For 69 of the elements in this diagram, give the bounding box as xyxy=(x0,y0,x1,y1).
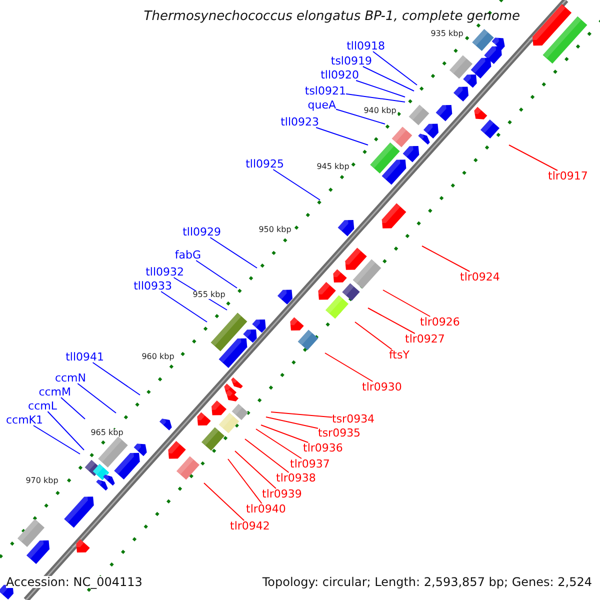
gene-label: tll0933 xyxy=(134,280,172,292)
leader-line xyxy=(92,362,140,396)
position-label: 970 kbp xyxy=(24,477,60,485)
leader-line xyxy=(422,246,470,272)
position-label: 965 kbp xyxy=(90,429,124,437)
leader-line xyxy=(228,458,262,504)
genome-summary: Topology: circular; Length: 2,593,857 bp; Genes: 2,524 xyxy=(262,576,592,588)
gene-label: tlr0924 xyxy=(460,272,500,282)
gene-label: tsl0921 xyxy=(304,86,346,96)
gene-label: tll0929 xyxy=(182,226,221,238)
leader-line xyxy=(196,260,238,288)
map-title: Thermosynechococcus elongatus BP-1, complete genome xyxy=(142,9,520,24)
gene-label: tlr0936 xyxy=(303,442,343,454)
leader-line xyxy=(210,237,258,268)
gene-label: tll0918 xyxy=(346,40,385,52)
leader-line xyxy=(508,144,558,171)
gene-label: tsr0935 xyxy=(318,428,361,438)
position-label: 940 kbp xyxy=(362,107,398,115)
leader-line xyxy=(244,438,290,473)
gene-label: tlr0938 xyxy=(276,472,316,484)
leader-line xyxy=(160,291,208,322)
gene-label: ccmK1 xyxy=(6,414,43,426)
leader-line xyxy=(316,127,368,146)
gene-label: ccmM xyxy=(38,386,71,398)
gene-label: tlr0926 xyxy=(420,316,460,328)
leader-line xyxy=(346,93,406,102)
leader-line xyxy=(336,108,386,124)
gene-label: tlr0937 xyxy=(290,458,330,470)
leader-line xyxy=(372,51,418,86)
gene-label: tsl0919 xyxy=(330,56,372,66)
gene-label: tll0925 xyxy=(246,158,284,170)
leader-line xyxy=(362,66,414,92)
gene-label: tlr0917 xyxy=(548,170,588,182)
leader-line xyxy=(266,416,318,429)
gene-label: tll0932 xyxy=(146,266,184,278)
gene-label: tlr0940 xyxy=(246,504,286,514)
leader-line xyxy=(356,80,406,98)
leader-line xyxy=(354,322,392,350)
gene-label: tlr0942 xyxy=(230,520,270,532)
gene-label: ftsY xyxy=(389,350,410,360)
gene-label: ccmN xyxy=(54,372,86,384)
leader-line xyxy=(234,450,276,489)
gene-label: tsr0934 xyxy=(332,414,375,424)
leader-line xyxy=(60,397,86,420)
gene-label: tlr0930 xyxy=(362,382,402,392)
gene-label: ccmL xyxy=(28,400,57,412)
gene-label: tll0920 xyxy=(320,70,359,80)
leader-line xyxy=(260,424,309,443)
leader-line xyxy=(32,425,80,454)
gene-label: queA xyxy=(308,100,336,110)
leader-line xyxy=(272,169,320,200)
leader-line xyxy=(368,308,416,334)
position-label: 935 kbp xyxy=(430,30,464,38)
leader-line xyxy=(324,352,374,382)
leader-line xyxy=(270,412,332,418)
leader-line xyxy=(204,482,245,521)
gene-label: tll0941 xyxy=(66,352,104,362)
position-label: 955 kbp xyxy=(192,291,226,299)
gene-label: fabG xyxy=(174,250,201,260)
leader-line xyxy=(382,290,431,317)
gene-label: tll0923 xyxy=(280,116,319,128)
gene-label: tlr0939 xyxy=(262,488,302,500)
leader-line xyxy=(256,428,302,459)
leader-line xyxy=(47,411,84,450)
position-label: 960 kbp xyxy=(140,353,176,361)
gene-label: tlr0927 xyxy=(405,334,445,344)
leader-line xyxy=(77,383,116,414)
position-label: 950 kbp xyxy=(258,226,292,234)
position-label: 945 kbp xyxy=(316,163,350,171)
